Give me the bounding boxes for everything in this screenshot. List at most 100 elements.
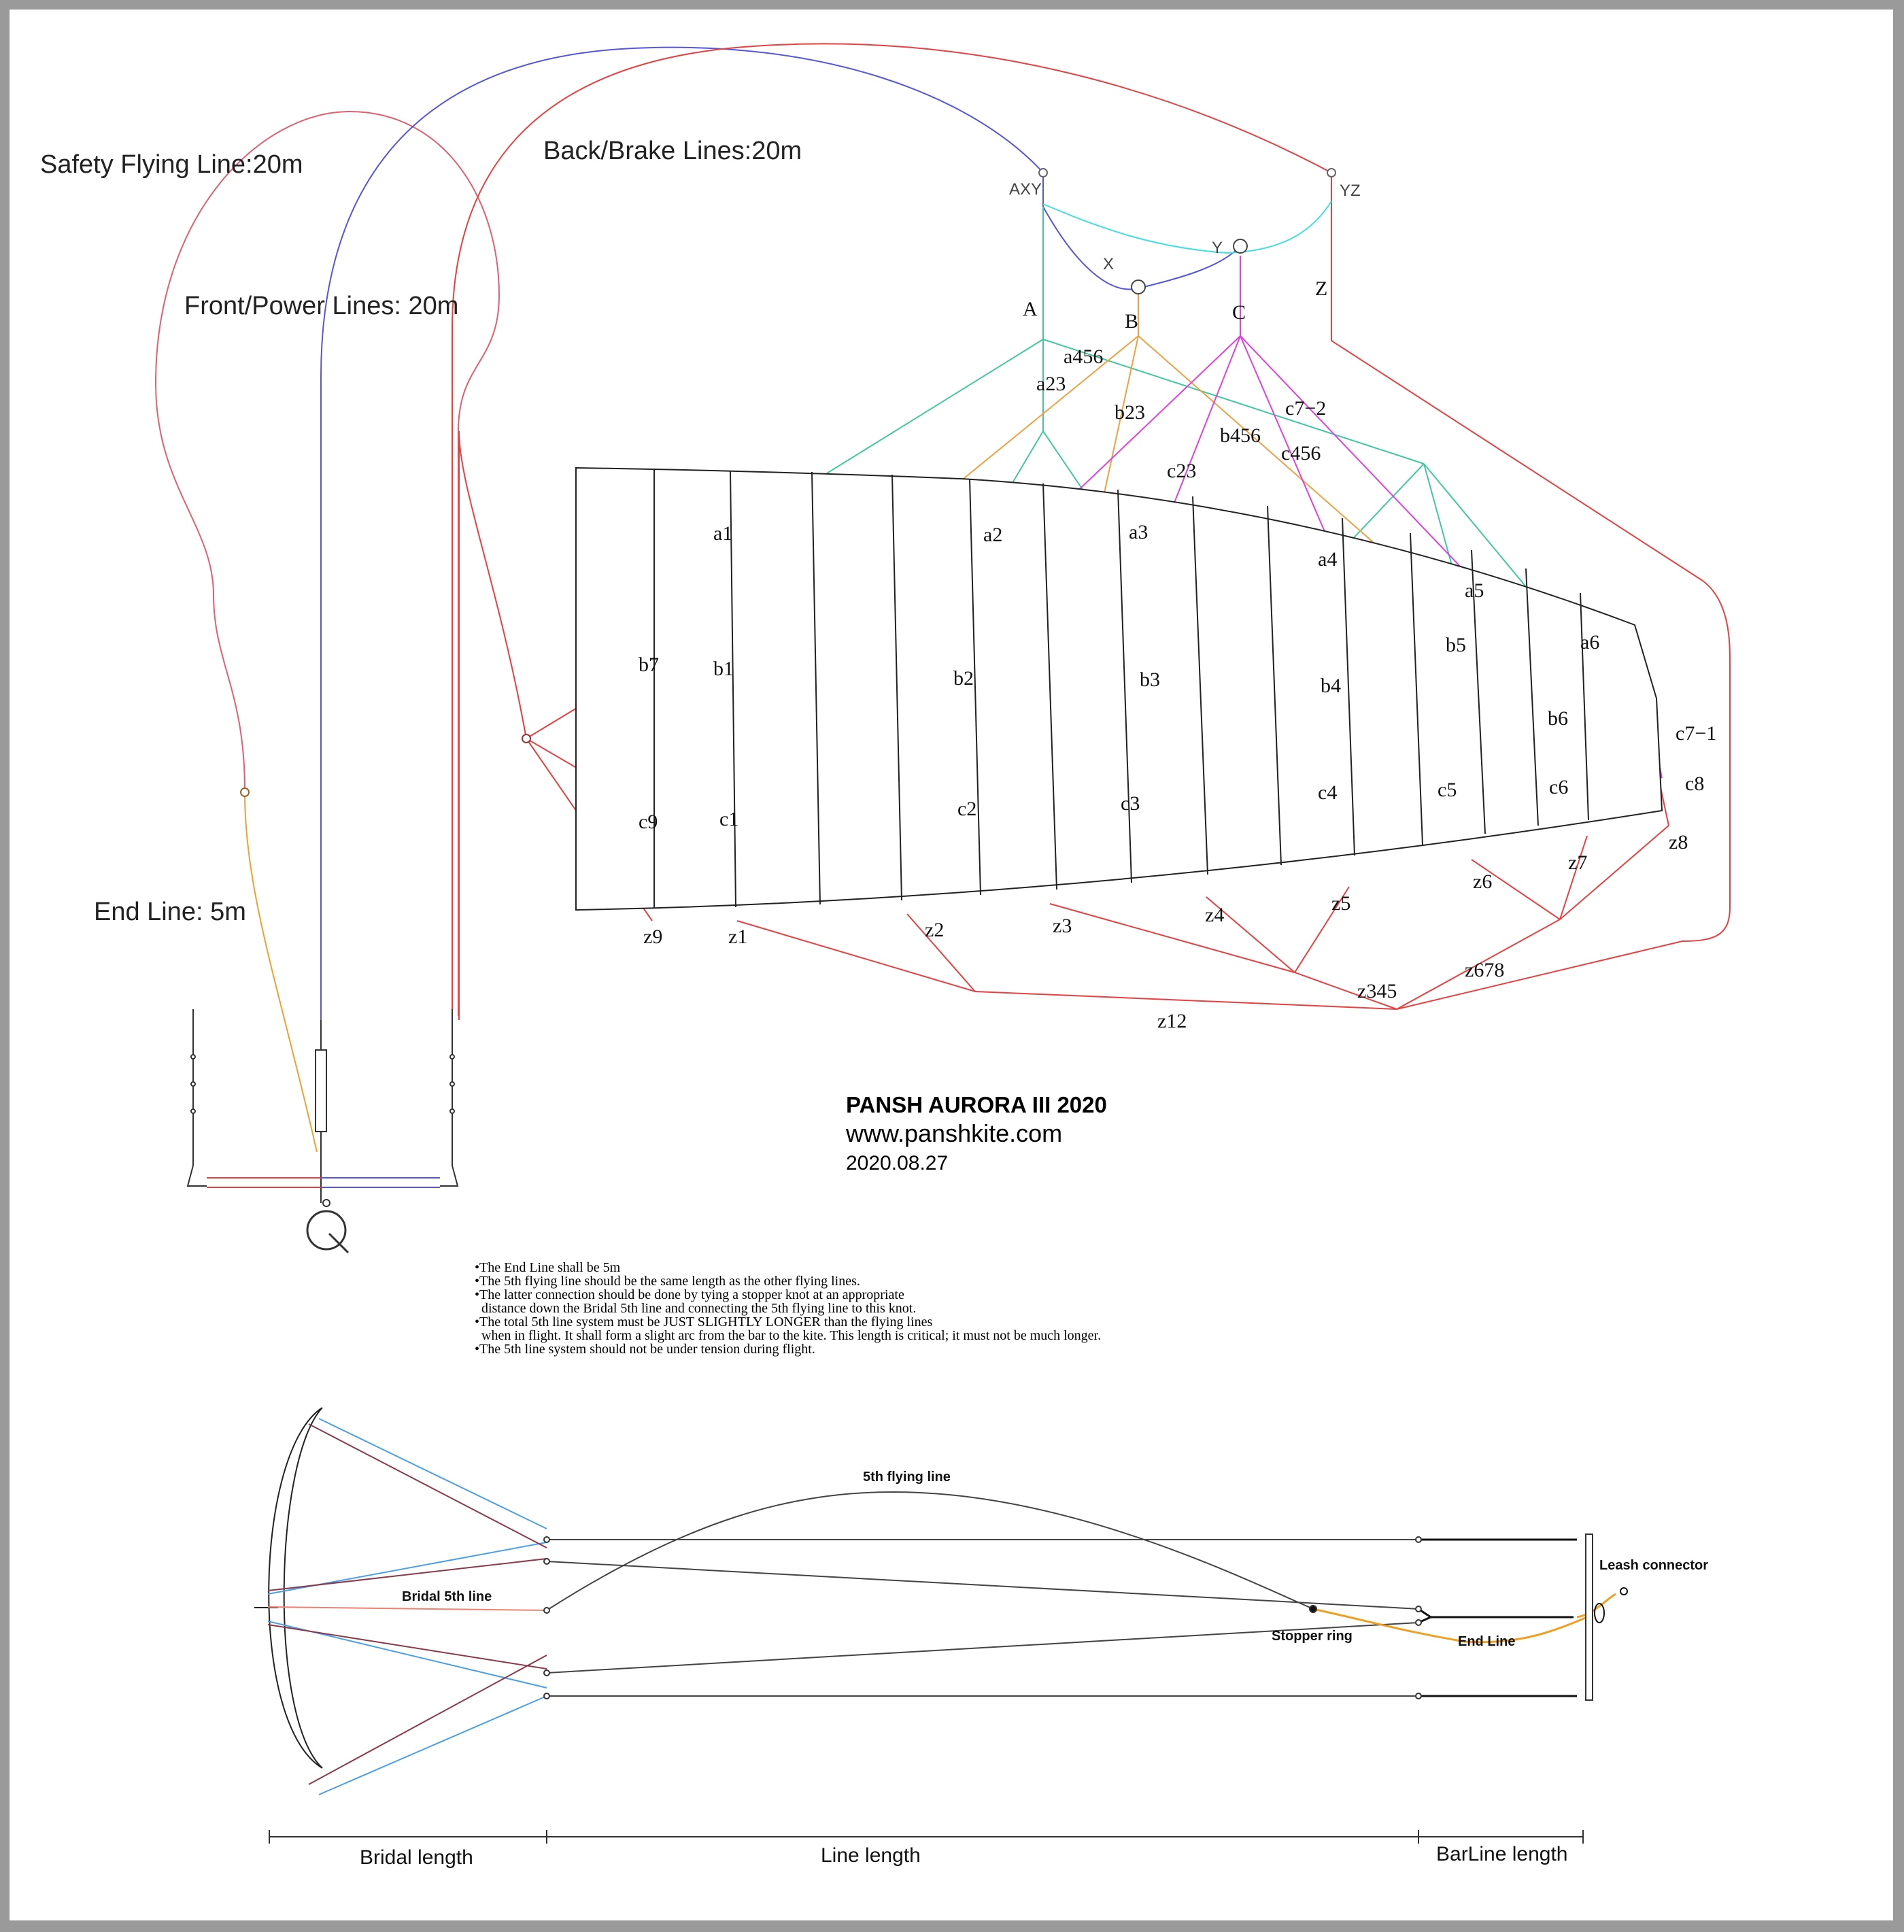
label-b7: b7 [639,654,659,676]
label-c6: c6 [1549,776,1568,798]
leash-line [1576,1593,1616,1619]
label-c4: c4 [1318,781,1337,804]
label-bridal-5th-line: Bridal 5th line [402,1589,492,1604]
label-a3: a3 [1129,521,1148,543]
label-x: X [1103,255,1114,273]
schematic-bar [1585,1533,1593,1701]
axy-ring [1038,168,1048,177]
label-bridal-length: Bridal length [360,1846,473,1869]
note-line: when in flight. It shall form a slight a… [475,1328,1102,1343]
label-axy: AXY [1009,180,1042,199]
end-line-label: End Line: 5m [94,898,246,926]
yz-ring [1327,168,1336,177]
label-z4: z4 [1205,904,1224,926]
leash-connector-ring [1620,1587,1628,1595]
front-line-label: Front/Power Lines: 20m [184,292,458,320]
label-b3: b3 [1140,668,1160,691]
label-end-line: End Line [1458,1634,1515,1649]
note-line: •The latter connection should be done by… [475,1287,904,1302]
safety-line-label: Safety Flying Line:20m [40,150,303,179]
label-z9: z9 [643,926,662,948]
label-c456: c456 [1281,442,1321,464]
schematic-bar-lines [1418,1538,1577,1697]
label-leash-connector: Leash connector [1599,1558,1708,1573]
label-c3: c3 [1121,792,1140,815]
chicken-loop-ring [322,1199,330,1207]
label-line-length: Line length [821,1844,921,1867]
label-c5: c5 [1438,779,1457,801]
label-c1: c1 [719,808,738,830]
label-b456: b456 [1220,424,1261,447]
chicken-loop-tail [328,1232,350,1254]
label-z8: z8 [1669,831,1688,853]
back-line-knot [522,734,531,743]
leash-loop [1594,1603,1605,1623]
label-z7: z7 [1568,851,1587,874]
label-z345: z345 [1357,980,1397,1002]
drawing-sheet: Safety Flying Line:20m Back/Brake Lines:… [10,10,1893,1920]
label-y: Y [1212,239,1223,257]
schematic-end-line [1312,1608,1588,1644]
label-z678: z678 [1465,959,1504,981]
kite-canopy [575,467,1663,911]
document-date: 2020.08.27 [846,1152,949,1174]
schematic-flying-lines [546,1491,1419,1697]
label-barline-length: BarLine length [1436,1843,1567,1865]
label-a23: a23 [1036,373,1066,395]
control-bar [186,1009,459,1203]
label-b1: b1 [713,658,734,680]
schematic-bridal-5th-line [267,1606,547,1611]
end-line-knot [240,787,250,797]
label-a5: a5 [1465,579,1484,602]
back-brake-line [452,43,1332,1020]
back-line-label: Back/Brake Lines:20m [543,137,802,165]
website-link[interactable]: www.panshkite.com [846,1119,1063,1147]
note-line: •The End Line shall be 5m [475,1260,621,1275]
note-line: •The 5th flying line should be the same … [475,1274,860,1289]
note-line: •The 5th line system should not be under… [475,1342,815,1357]
label-z12: z12 [1157,1010,1187,1032]
label-a6: a6 [1580,631,1599,654]
yz-red-line [1331,174,1731,1010]
length-dimension-line [269,1830,1584,1844]
c-pulley [1233,239,1248,254]
label-a: A [1023,298,1038,320]
label-a456: a456 [1064,345,1103,368]
label-b5: b5 [1446,634,1466,656]
label-5th-flying-line: 5th flying line [863,1470,951,1485]
label-c23: c23 [1167,460,1196,482]
label-z6: z6 [1473,870,1492,893]
kite-line-diagram: Safety Flying Line:20m Back/Brake Lines:… [40,43,1731,1869]
note-line: •The total 5th line system must be JUST … [475,1315,933,1329]
label-a1: a1 [713,522,732,545]
label-a4: a4 [1318,548,1337,571]
label-c7-2: c7−2 [1285,397,1326,420]
safety-flying-line [154,110,500,1016]
chicken-loop-icon [306,1210,347,1251]
schematic-line-ends [543,1536,1422,1699]
note-line: distance down the Bridal 5th line and co… [475,1301,917,1316]
bar-line-dots [190,1054,455,1114]
label-a2: a2 [983,524,1002,546]
label-z3: z3 [1053,915,1072,937]
schematic-back-bridles [267,1423,547,1785]
back-line-to-kite [458,430,527,1020]
label-c9: c9 [639,811,658,833]
instruction-notes: •The End Line shall be 5m •The 5th flyin… [475,1261,1359,1356]
label-c7-1: c7−1 [1676,722,1716,745]
label-stopper-ring: Stopper ring [1272,1629,1353,1644]
end-line [244,793,318,1153]
label-z5: z5 [1331,892,1350,915]
label-z: Z [1315,277,1327,300]
label-b4: b4 [1321,675,1341,697]
label-z2: z2 [925,919,944,941]
label-c: C [1232,301,1246,324]
label-b6: b6 [1548,707,1568,730]
b-pulley [1131,279,1146,294]
label-c2: c2 [957,798,976,820]
model-title: PANSH AURORA III 2020 [846,1092,1107,1117]
label-b: B [1125,310,1138,333]
label-b2: b2 [953,667,974,690]
label-b23: b23 [1115,401,1145,424]
